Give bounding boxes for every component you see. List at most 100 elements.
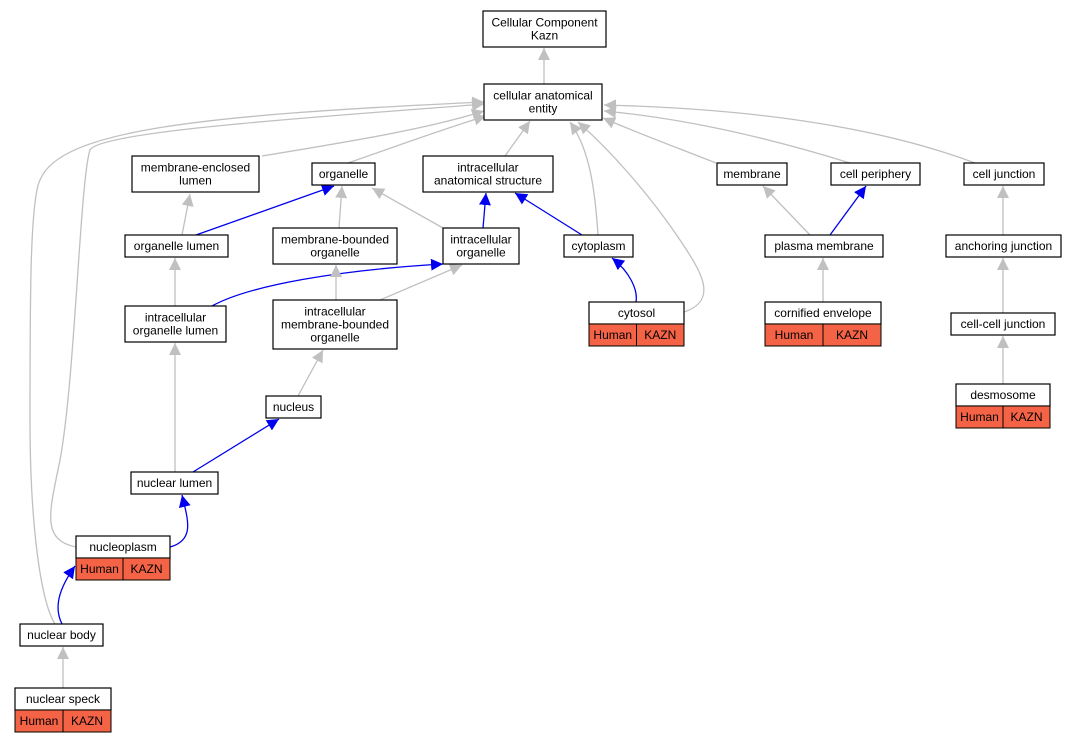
node-box [945, 234, 1062, 258]
node-box [830, 162, 921, 186]
node-label: cytoplasm [571, 239, 625, 253]
annotation-gene-cell [636, 323, 685, 347]
node-ccjunc[interactable]: cell-cell junction [950, 312, 1056, 336]
edge-membrane-to-cae [602, 117, 717, 164]
node-nucleus[interactable]: nucleus [265, 395, 322, 419]
node-label: intracellular [450, 233, 511, 247]
node-box [422, 155, 554, 193]
node-label: cell junction [973, 167, 1036, 181]
edge-layer [29, 48, 1009, 688]
node-cellper[interactable]: cell periphery [830, 162, 921, 186]
node-label: cytosol [618, 306, 655, 320]
edge-nucleus-to-imbo [297, 349, 324, 397]
annotation-gene: KAZN [836, 328, 868, 342]
node-label: cell periphery [840, 167, 911, 181]
edge-iol-to-io [211, 258, 444, 307]
node-label: organelle [310, 331, 360, 345]
node-cytoplasm[interactable]: cytoplasm [563, 234, 634, 258]
node-label: organelle [319, 167, 369, 181]
node-label: intracellular [304, 305, 365, 319]
edge-nucbody-to-nucleoplasm [57, 565, 76, 625]
node-label: cellular anatomical [493, 89, 592, 103]
node-box [563, 234, 634, 258]
node-box [272, 299, 398, 350]
node-label: membrane-bounded [281, 233, 389, 247]
node-box [19, 623, 104, 647]
node-plasmamem[interactable]: plasma membrane [764, 234, 884, 258]
edge-plasmamem-to-membrane [762, 185, 811, 236]
node-label: nuclear body [27, 628, 96, 642]
node-label: cornified envelope [774, 306, 872, 320]
edge-imbo-to-io [379, 264, 463, 301]
node-label: nucleus [273, 400, 314, 414]
node-label: membrane [723, 167, 781, 181]
node-celljunc[interactable]: cell junction [963, 162, 1045, 186]
node-box [950, 312, 1056, 336]
edge-celljunc-to-cae [603, 99, 976, 164]
node-orglumen[interactable]: organelle lumen [124, 234, 229, 258]
annotation-gene-cell [1002, 405, 1051, 429]
edge-nucbody-to-cae [29, 96, 485, 625]
annotation-gene-cell [62, 709, 112, 733]
node-label: Kazn [531, 29, 558, 43]
node-box [764, 234, 884, 258]
edge-nucleoplasm-to-cae [50, 99, 485, 548]
node-box [124, 234, 229, 258]
node-label: nuclear lumen [137, 476, 212, 490]
node-label: organelle [456, 246, 506, 260]
node-label: organelle [310, 246, 360, 260]
node-organelle[interactable]: organelle [311, 162, 376, 186]
edge-io-to-organelle [371, 187, 444, 229]
edge-cytoplasm-to-ias [514, 192, 583, 236]
edge-orglumen-to-mel [181, 193, 194, 236]
node-label: Cellular Component [491, 16, 598, 30]
node-box [311, 162, 376, 186]
node-label: cell-cell junction [961, 317, 1046, 331]
annotation-gene-cell [122, 557, 171, 581]
edge-cytosol-to-cae [577, 121, 705, 313]
node-nuclumen[interactable]: nuclear lumen [130, 471, 219, 495]
node-label: entity [529, 102, 558, 116]
node-box [442, 227, 520, 265]
annotation-species: Human [20, 714, 59, 728]
node-box [272, 227, 398, 265]
node-box [130, 471, 219, 495]
edge-orglumen-to-organelle [195, 184, 335, 236]
node-box [265, 395, 322, 419]
node-label: nuclear speck [26, 692, 101, 706]
node-label: nucleoplasm [89, 540, 156, 554]
edge-ias-to-cae [504, 120, 531, 157]
node-anchjunc[interactable]: anchoring junction [945, 234, 1062, 258]
node-label: membrane-enclosed [141, 161, 250, 175]
node-label: organelle lumen [134, 239, 219, 253]
edge-mel-to-cae [261, 108, 485, 157]
node-label: membrane-bounded [281, 318, 389, 332]
edge-nuclumen-to-nucleus [192, 418, 280, 473]
node-label: organelle lumen [133, 324, 218, 338]
annotation-gene: KAZN [1010, 410, 1042, 424]
node-label: plasma membrane [774, 239, 874, 253]
node-box [124, 305, 227, 343]
node-label: anchoring junction [955, 239, 1052, 253]
node-nucbody[interactable]: nuclear body [19, 623, 104, 647]
node-membrane[interactable]: membrane [716, 162, 788, 186]
node-box [483, 83, 603, 121]
node-label: intracellular [457, 161, 518, 175]
edge-io-to-ias [478, 192, 491, 229]
annotation-gene-cell [822, 323, 882, 347]
